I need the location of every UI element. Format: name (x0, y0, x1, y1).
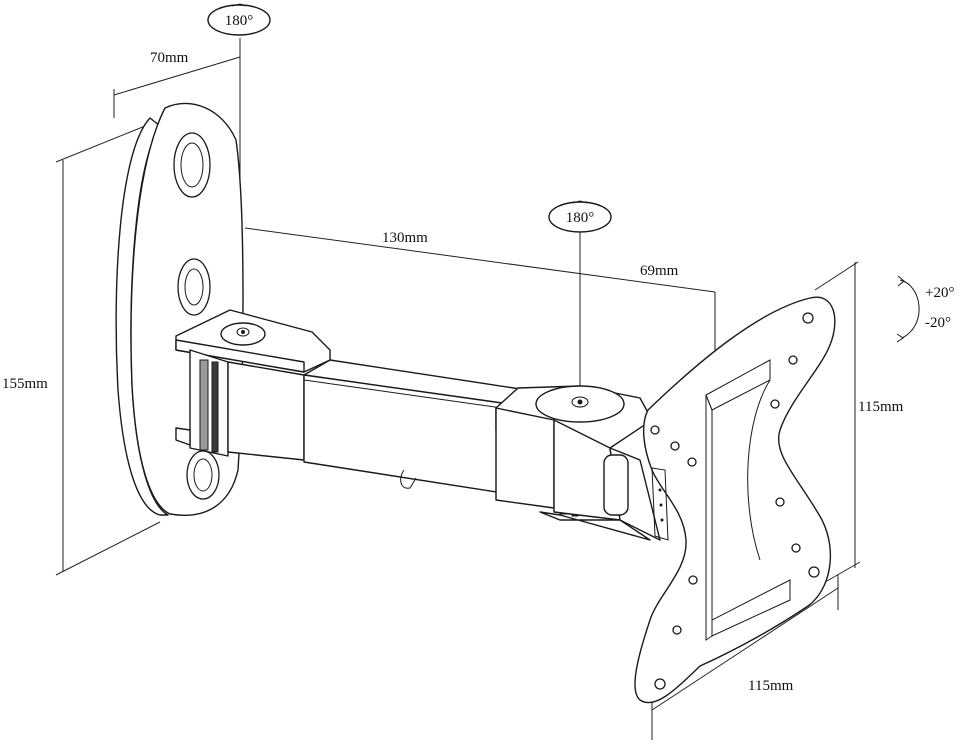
vesa-hole-10 (688, 575, 698, 585)
dimension-labels: 180° 70mm 155mm 130mm 180° 69mm +20° -20… (2, 13, 954, 694)
head-offset-label: 69mm (640, 263, 679, 279)
vesa-hole-9 (808, 566, 820, 578)
arm-rotation-ellipse (548, 201, 612, 233)
rotation-markers (207, 3, 920, 343)
tilt-arc-icon (899, 279, 920, 339)
extension-arm (303, 359, 541, 496)
arm-rotation-label: 180° (566, 210, 595, 226)
wall-plate-hole-middle (177, 258, 211, 316)
vesa-hole-12 (654, 678, 666, 690)
vesa-hole-8 (791, 543, 801, 553)
wall-rotation-ellipse (207, 4, 271, 36)
vesa-plate (634, 296, 836, 704)
tilt-down-label: -20° (925, 315, 951, 331)
wall-height-label: 155mm (2, 376, 48, 392)
vesa-hole-7 (775, 497, 785, 507)
vesa-hole-4 (650, 425, 660, 435)
vesa-width-label: 115mm (748, 678, 794, 694)
tilt-up-label: +20° (925, 285, 954, 301)
vesa-hole-5 (670, 441, 680, 451)
arm-length-label: 130mm (382, 230, 428, 246)
wall-hinge (175, 309, 331, 461)
head-hinge (495, 385, 661, 541)
vesa-hole-1 (802, 312, 814, 324)
wall-plate-hole-top (173, 132, 211, 198)
vesa-hole-3 (770, 399, 780, 409)
wall-rotation-label: 180° (225, 13, 254, 29)
vesa-hole-2 (788, 355, 798, 365)
wall-plate-hole-bottom (186, 450, 220, 500)
wall-width-label: 70mm (150, 50, 189, 66)
vesa-height-label: 115mm (858, 399, 904, 415)
vesa-hole-11 (672, 625, 682, 635)
vesa-hole-6 (687, 457, 697, 467)
